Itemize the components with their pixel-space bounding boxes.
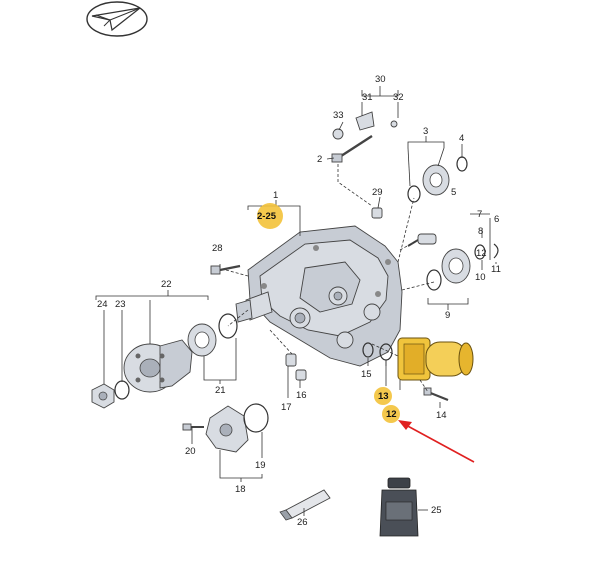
callout-10: 10 (475, 272, 486, 283)
callout-labels: 30 33 31 32 2 3 4 5 1 2-25 29 7 6 8 28 1… (97, 74, 501, 528)
callout-17: 17 (281, 402, 292, 413)
callout-12-right: 12 (476, 248, 487, 259)
callout-31: 31 (362, 92, 373, 103)
seal-left (187, 313, 238, 357)
red-arrow-icon (398, 420, 475, 463)
sensor-2 (331, 134, 373, 163)
callout-9: 9 (445, 310, 450, 321)
nut (91, 383, 115, 409)
callout-19: 19 (255, 460, 266, 471)
actuator-motor (397, 337, 474, 381)
plug-16 (295, 369, 307, 381)
callout-12: 12 (386, 409, 397, 420)
callout-25: 25 (431, 505, 442, 516)
connector (407, 233, 437, 247)
callout-1: 1 (273, 190, 278, 201)
callout-4: 4 (459, 133, 464, 144)
bolt-28 (210, 264, 241, 275)
callout-11: 11 (491, 264, 501, 275)
highlight-2-25 (257, 203, 283, 229)
plug-17 (285, 353, 297, 367)
callout-6: 6 (494, 214, 499, 225)
transfer-case-housing (247, 225, 403, 367)
leader-lines (95, 86, 497, 516)
screw-32 (390, 120, 398, 128)
callout-3: 3 (423, 126, 428, 137)
callout-5: 5 (451, 187, 456, 198)
check-plane-logo-icon (86, 1, 148, 37)
plug-29 (371, 207, 383, 219)
callout-32: 32 (393, 92, 404, 103)
callout-13: 13 (378, 391, 389, 402)
washer (114, 380, 130, 400)
callout-33: 33 (333, 110, 344, 121)
callout-2-25: 2-25 (257, 211, 277, 222)
seal-upper (407, 156, 468, 203)
flange (123, 339, 193, 393)
callout-30: 30 (375, 74, 386, 85)
bolt-14 (423, 387, 449, 402)
sealant-tube (279, 489, 331, 521)
callout-29: 29 (372, 187, 383, 198)
callout-16: 16 (296, 390, 307, 401)
bolt-20 (182, 423, 204, 431)
callout-15: 15 (361, 369, 372, 380)
o-ring-15 (362, 342, 374, 358)
highlight-markers (257, 203, 400, 423)
o-ring-19 (243, 403, 269, 433)
callout-26: 26 (297, 517, 308, 528)
callout-2: 2 (317, 154, 322, 165)
cover-plate (205, 405, 249, 453)
seal-right (426, 243, 499, 291)
callout-28: 28 (212, 243, 223, 254)
callout-20: 20 (185, 446, 196, 457)
callout-8: 8 (478, 226, 483, 237)
callout-21: 21 (215, 385, 226, 396)
assembly-guide-lines (225, 164, 435, 393)
nut-33 (332, 128, 344, 140)
callout-24: 24 (97, 299, 108, 310)
callout-14: 14 (436, 410, 447, 421)
callout-7: 7 (477, 209, 482, 220)
highlight-13 (374, 387, 392, 405)
callout-18: 18 (235, 484, 246, 495)
bracket-31 (355, 111, 375, 131)
callout-22: 22 (161, 279, 172, 290)
callout-23: 23 (115, 299, 126, 310)
highlight-12 (382, 405, 400, 423)
oil-bottle (379, 477, 419, 537)
